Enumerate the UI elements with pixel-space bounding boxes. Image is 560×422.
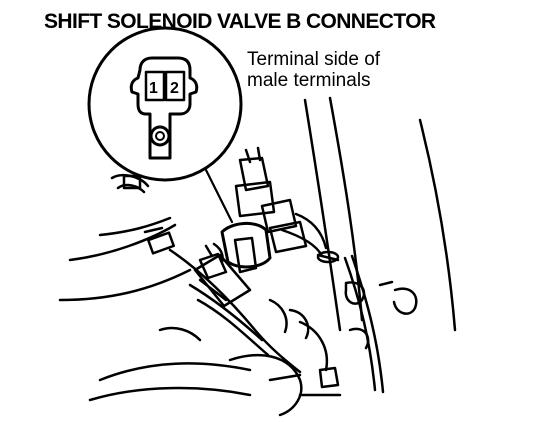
coolant-hose-large <box>303 98 342 332</box>
hose-left-upper <box>68 223 177 262</box>
connector-cluster <box>238 156 270 192</box>
pin-1-cell <box>144 70 166 102</box>
callout-line-1: Terminal side of <box>247 49 381 70</box>
pin-1-label: 1 <box>149 80 158 97</box>
pin-2-label: 2 <box>170 80 179 97</box>
wire-grommet <box>316 250 340 264</box>
lower-housing <box>228 353 303 417</box>
hose-outer-right <box>418 118 457 332</box>
harness-wire-right <box>343 256 377 392</box>
hose-clip <box>344 281 366 305</box>
shift-solenoid-valve-b-connector <box>220 222 272 269</box>
valve-body-outline <box>168 248 302 374</box>
mounting-ring <box>149 125 171 147</box>
pin-2-cell <box>164 70 186 102</box>
diagram-title: SHIFT SOLENOID VALVE B CONNECTOR <box>44 10 436 33</box>
harness-clip-left <box>147 231 175 255</box>
callout-line-2: male terminals <box>247 70 371 91</box>
mount-bracket <box>193 253 252 308</box>
coolant-hose-large-edge <box>328 96 364 322</box>
fastener-right <box>392 287 418 315</box>
terminal-callout: Terminal side of male terminals <box>247 49 380 91</box>
lower-hose-left <box>98 362 252 382</box>
